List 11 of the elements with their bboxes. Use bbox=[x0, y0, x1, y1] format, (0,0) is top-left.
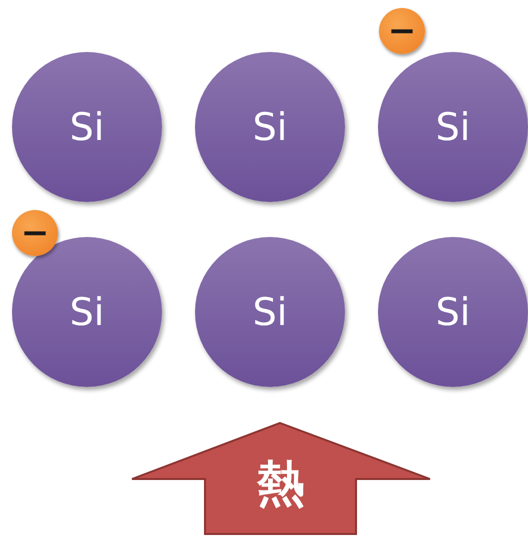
arrow-label: 熱 bbox=[256, 456, 306, 514]
charge-sign: − bbox=[20, 216, 50, 250]
electron-circle bbox=[12, 210, 58, 256]
charge-sign: − bbox=[388, 14, 416, 48]
element-symbol: Si bbox=[436, 105, 470, 149]
element-symbol: Si bbox=[436, 290, 470, 334]
element-symbol: Si bbox=[70, 105, 104, 149]
element-symbol: Si bbox=[70, 290, 104, 334]
element-symbol: Si bbox=[252, 290, 288, 334]
electron-circle bbox=[379, 8, 425, 54]
element-symbol: Si bbox=[252, 105, 288, 149]
